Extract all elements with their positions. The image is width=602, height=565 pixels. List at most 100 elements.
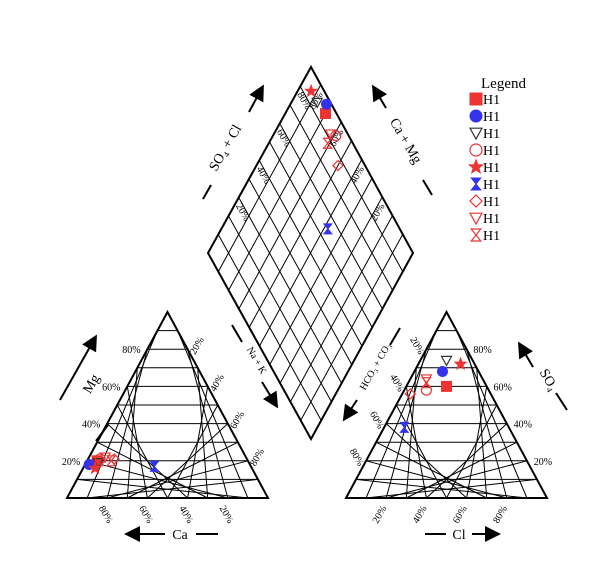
cation-point [99,452,112,464]
diamond-point [322,137,333,149]
diamond-grid-v [299,85,404,272]
camg-dash [422,179,433,196]
so4cl-tick-label: 40% [348,165,367,186]
cation-grid-r [187,349,229,499]
ca-tick-label: 60% [136,504,155,525]
anion-point [421,377,432,389]
data-points [83,83,468,475]
anion-point [441,380,452,392]
diamond-point [324,129,337,141]
diamond-outline [206,64,415,442]
legend-label: H1 [483,212,500,227]
so4cl-tick-label: 20% [369,202,388,223]
legend-marker [469,109,483,123]
so4-tick-label: 20% [534,457,552,468]
mg-tick-label: 20% [62,457,80,468]
legend-label: H1 [483,144,500,159]
so4-tick-label: 40% [514,420,532,431]
cation-grid-r [187,386,209,499]
hco3-dash [389,327,401,346]
so4-dash [555,392,568,411]
legend-marker [468,212,484,226]
diamond-point [321,98,332,110]
legend-label: H1 [483,178,500,193]
outlines [65,64,549,499]
cl-tick-label: 60% [451,504,470,525]
legend-label: H1 [483,127,500,142]
diamond-point [320,108,331,119]
nak-tick-label: 40% [208,372,227,393]
ca-tick-label: 20% [217,504,236,525]
diamond-point [311,97,324,109]
cation-point [149,460,160,472]
mg-tick-label: 60% [102,382,120,393]
mg-dash-low [95,424,109,442]
cl-tick-label: 20% [371,504,390,525]
diamond-grid-u [228,103,332,291]
ca-tick-label: 80% [96,504,115,525]
so4cl-axis-label: SO₄ + Cl [207,122,245,174]
anion-grid-r [466,349,508,499]
camg-axis-label: Ca + Mg [386,116,424,167]
anion-point [436,366,448,378]
legend-marker [469,92,483,106]
anion-point [440,355,453,367]
legend-marker [469,228,483,242]
anion-grid-r [456,330,528,499]
so4-arrow [517,341,534,368]
nak-arrow [261,381,279,409]
legend-label: H1 [483,110,500,125]
anion-grid-l [385,423,467,499]
diamond-grid-v [268,141,373,328]
anion-grid-r [476,367,488,499]
cation-grid-r [167,404,219,499]
diamond-point [332,159,344,172]
diamond-grid-u [217,85,321,272]
legend-marker [468,127,484,141]
mg-tick-label: 80% [122,345,140,356]
anion-point [453,356,468,371]
nak-dash [231,324,243,343]
diamond-grid-v [278,122,383,310]
legend-marker [467,158,485,174]
anion-grid-l [395,404,447,499]
nak-axis-label: Na + K [244,345,269,377]
so4cl-dash [202,184,212,200]
so4cl-arrow [248,84,264,113]
diamond-grid-u [238,122,342,310]
cation-grid-r [197,367,209,499]
diamond-point [322,223,333,235]
anion-grid-l [365,460,507,499]
mg-arrow [59,334,97,401]
cation-point [105,455,117,467]
nak-tick-label: 60% [228,410,247,431]
cation-point [88,460,103,475]
camg-tick-label: 20% [233,202,252,223]
anion-outline [344,309,549,499]
cl-tick-label: 80% [491,504,510,525]
camg-arrow [371,84,388,109]
legend-marker [470,177,482,191]
diamond-grid-v [258,159,363,347]
anion-grid-l [375,441,487,499]
hco3-arrow [342,399,359,422]
anion-point [399,421,410,433]
anion-point [404,387,417,400]
legend-label: H1 [483,93,500,108]
legend-marker [469,143,483,157]
camg-tick-label: 40% [254,165,273,186]
diamond-grid-v [289,103,394,291]
mg-tick-label: 40% [82,420,100,431]
cation-grid-r [177,330,249,499]
anion-grid-r [466,386,488,499]
diamond-point [304,83,319,98]
cl-axis-label: Cl [452,528,465,543]
nak-tick-label: 20% [188,335,207,356]
cation-outline [65,309,270,499]
cation-grid-l [106,423,188,499]
so4-tick-label: 80% [473,345,491,356]
